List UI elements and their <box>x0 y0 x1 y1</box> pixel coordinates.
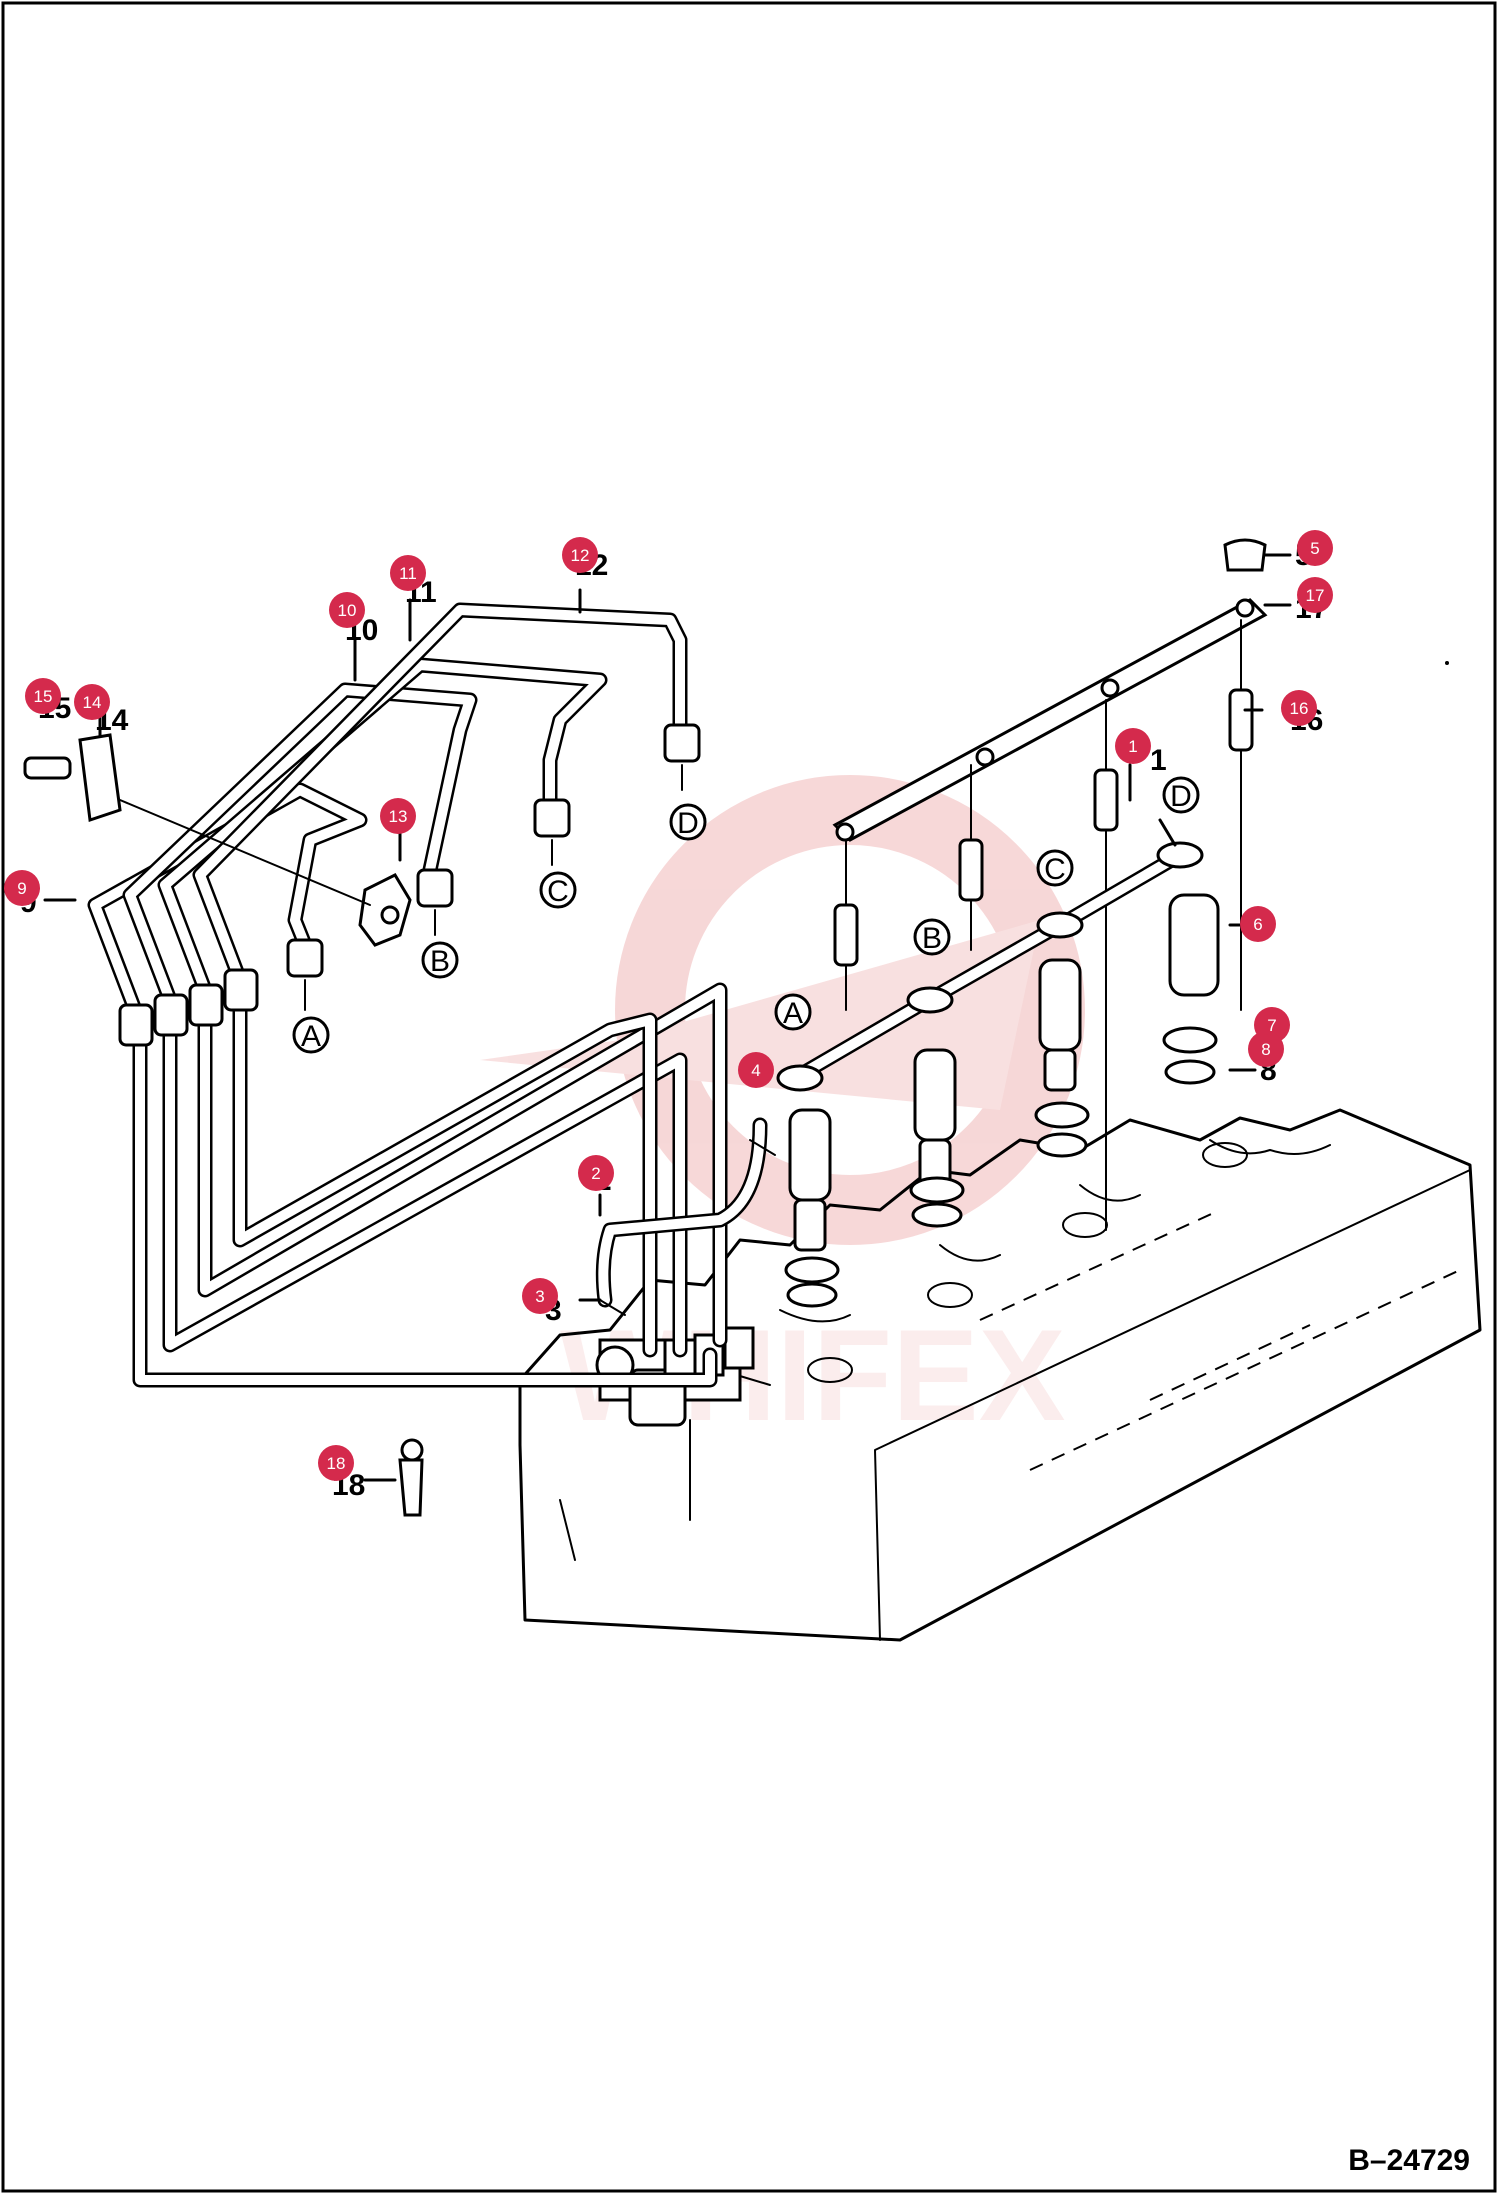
callout-number: 15 <box>34 687 53 706</box>
reference-code: B–24729 <box>1348 2144 1470 2177</box>
bracket-18 <box>398 1438 424 1517</box>
callout-number: 4 <box>751 1061 760 1080</box>
callout-badge[interactable]: 10 <box>329 592 365 628</box>
injection-nozzles <box>784 893 1220 1308</box>
callout-badge[interactable]: 4 <box>738 1052 774 1088</box>
callout-badge[interactable]: 12 <box>562 537 598 573</box>
pipe-clamp <box>23 698 412 947</box>
nozzle <box>784 1108 840 1308</box>
callout-number: 10 <box>338 601 357 620</box>
nozzle-letter: C <box>1044 853 1066 886</box>
pipe-end-letter: D <box>677 807 699 840</box>
callout-badge[interactable]: 18 <box>318 1445 354 1481</box>
callout-badge[interactable]: 9 <box>4 870 40 906</box>
callout-number: 16 <box>1290 699 1309 718</box>
callout-number: 13 <box>389 807 408 826</box>
glow-plug <box>833 839 859 1011</box>
callout-badge[interactable]: 11 <box>390 555 426 591</box>
injection-pipes <box>87 602 728 1388</box>
nozzle <box>1162 893 1220 1085</box>
callout-badge[interactable]: 2 <box>578 1155 614 1191</box>
pipe-end-letter: C <box>547 875 569 908</box>
glow-plug-bar <box>832 538 1268 842</box>
pipe-end-letter: A <box>301 1020 321 1053</box>
callout-number: 11 <box>399 564 417 583</box>
glow-plug <box>1228 619 1254 1011</box>
callout-badge[interactable]: 13 <box>380 798 416 834</box>
nozzle-letter: B <box>922 922 942 955</box>
callout-number: 1 <box>1128 737 1137 756</box>
glow-plug <box>958 764 984 951</box>
pipe-end-letters: A B C D <box>292 803 707 1054</box>
glow-plug <box>1093 699 1119 1231</box>
nozzle-letters: A B C D <box>774 776 1200 1031</box>
callout-badge[interactable]: 16 <box>1281 690 1317 726</box>
callout-number: 3 <box>535 1287 544 1306</box>
callout-badge[interactable]: 15 <box>25 678 61 714</box>
callout-number: 6 <box>1253 915 1262 934</box>
callout-badge[interactable]: 17 <box>1297 577 1333 613</box>
callout-number: 7 <box>1267 1016 1276 1035</box>
nozzle-letter: D <box>1170 780 1192 813</box>
part-number: 1 <box>1150 744 1167 777</box>
callout-badge[interactable]: 6 <box>1240 906 1276 942</box>
callout-number: 12 <box>571 546 590 565</box>
nozzle-letter: A <box>783 997 803 1030</box>
callout-number: 9 <box>17 879 26 898</box>
watermark-arrow-shape <box>480 920 1040 1110</box>
nozzle <box>1034 958 1090 1158</box>
callout-badge[interactable]: 14 <box>74 684 110 720</box>
callout-badge[interactable]: 1 <box>1115 728 1151 764</box>
callout-number: 2 <box>591 1164 600 1183</box>
nozzle <box>909 1048 965 1228</box>
return-line <box>595 818 1204 1316</box>
callouts: 1 2 3 4 5 6 7 8 9 10 11 12 13 14 15 16 1… <box>4 530 1333 1481</box>
callout-number: 14 <box>83 693 102 712</box>
callout-badge[interactable]: 3 <box>522 1278 558 1314</box>
callout-number: 17 <box>1306 586 1325 605</box>
callout-number: 18 <box>327 1454 346 1473</box>
leader-lines <box>43 553 1292 1482</box>
dot-mark <box>1445 661 1449 665</box>
callout-badge[interactable]: 5 <box>1297 530 1333 566</box>
glow-plugs <box>833 619 1254 1231</box>
callout-number: 8 <box>1261 1040 1270 1059</box>
pipe-end-letter: B <box>430 945 450 978</box>
callout-number: 5 <box>1310 539 1319 558</box>
callout-badge[interactable]: 8 <box>1248 1031 1284 1067</box>
